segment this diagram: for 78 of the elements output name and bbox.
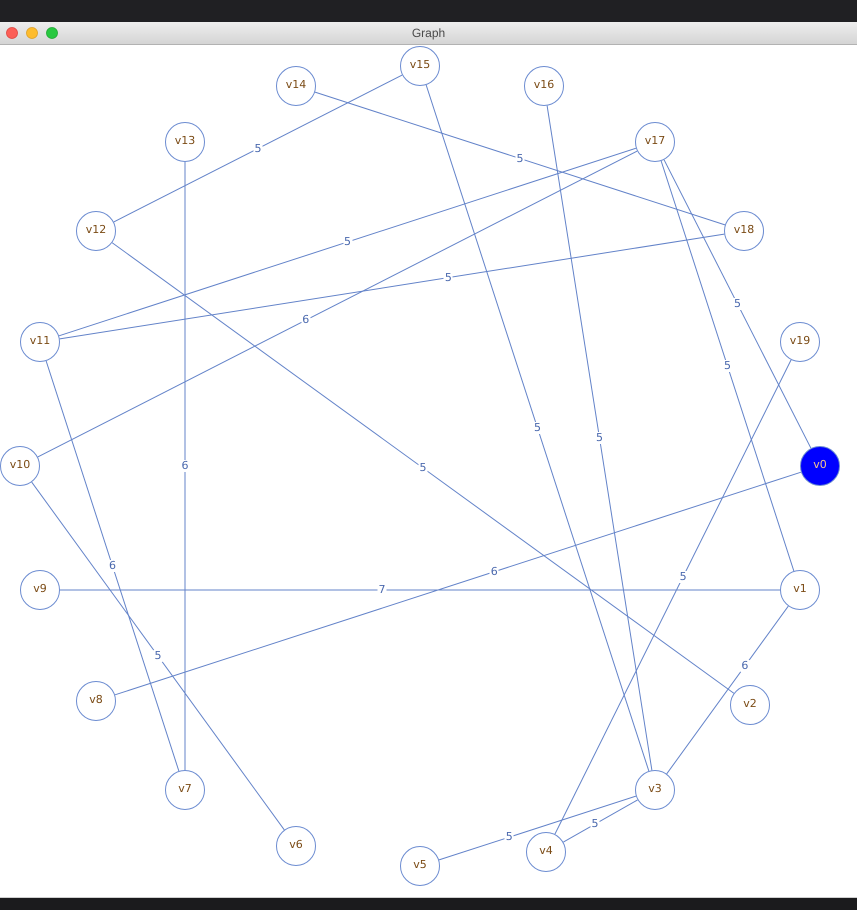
vertex-circle	[76, 681, 116, 721]
vertex-circle	[800, 446, 840, 486]
vertex-circle	[780, 570, 820, 610]
edge-line	[59, 234, 725, 340]
vertex-circle	[730, 685, 770, 725]
vertex-circle	[526, 832, 566, 872]
edge-label: 5	[723, 360, 732, 372]
vertex-circle	[20, 322, 60, 362]
edge-line	[666, 606, 789, 774]
vertex-label: v5	[413, 858, 427, 870]
vertex-label: v14	[286, 78, 306, 90]
vertex-label: v10	[10, 458, 30, 470]
vertex-label: v3	[648, 782, 662, 794]
vertex-label: v13	[174, 134, 196, 146]
edge-label: 5	[343, 236, 352, 248]
edge-line	[546, 105, 652, 771]
edge-line	[37, 150, 638, 458]
vertex-circle	[400, 846, 440, 886]
edge-line	[114, 472, 802, 696]
edge-label: 6	[740, 660, 750, 672]
vertex-label: v17	[644, 134, 666, 146]
vertex-circle	[165, 770, 205, 810]
vertex-circle	[20, 570, 60, 610]
vertex-label: v6	[289, 838, 303, 850]
vertex-circle	[524, 66, 564, 106]
edge-label: 6	[108, 560, 117, 572]
vertex-label: v16	[534, 78, 554, 90]
vertex-circle	[276, 66, 316, 106]
vertex-label: v1	[793, 582, 807, 594]
edge-label: 5	[733, 298, 742, 310]
edge-label: 5	[254, 142, 262, 154]
vertex-label: v11	[30, 334, 50, 346]
vertex-circle	[635, 770, 675, 810]
vertex-label: v7	[178, 782, 192, 794]
vertex-circle	[400, 46, 440, 86]
edge-label: 5	[444, 272, 453, 284]
edge-line	[562, 799, 638, 843]
edge-label: 7	[378, 584, 386, 596]
vertex-circle	[0, 446, 40, 486]
edge-label: 5	[504, 831, 514, 844]
edge-line	[31, 482, 285, 830]
vertex-label: v4	[539, 844, 553, 856]
edge-line	[660, 160, 794, 572]
edge-label: 5	[418, 462, 428, 474]
vertex-label: v15	[410, 58, 430, 70]
edge-label: 6	[301, 314, 310, 326]
vertex-circle	[724, 211, 764, 251]
edge-line	[314, 92, 726, 226]
vertex-label: v2	[743, 698, 757, 710]
edge-line	[46, 360, 180, 772]
edge-label: 5	[590, 818, 600, 830]
window-title: Graph	[412, 26, 446, 40]
vertex-label: v19	[790, 334, 810, 346]
vertex-circle	[635, 122, 675, 162]
edge-line	[426, 84, 650, 772]
edge-line	[112, 242, 734, 694]
vertex-label: v8	[89, 694, 103, 706]
edge-label: 6	[180, 460, 190, 472]
edge-label: 6	[490, 566, 499, 578]
vertex-label: v18	[734, 224, 754, 236]
edge-line	[58, 148, 636, 336]
vertex-label: v0	[813, 458, 827, 470]
edge-label: 5	[533, 422, 542, 434]
vertex-circle	[276, 826, 316, 866]
edge-line	[113, 74, 403, 222]
vertex-label: v12	[86, 224, 106, 236]
edge-line	[438, 796, 636, 860]
edge-label: 5	[154, 650, 162, 662]
edge-line	[664, 159, 812, 449]
vertex-label: v9	[33, 582, 47, 594]
vertex-circle	[165, 122, 205, 162]
vertex-circle	[76, 211, 116, 251]
edge-label: 5	[595, 432, 604, 444]
edge-line	[554, 359, 792, 835]
edge-label: 5	[678, 570, 688, 583]
edge-label: 5	[516, 152, 524, 164]
vertex-circle	[780, 322, 820, 362]
edge-line	[184, 162, 186, 770]
